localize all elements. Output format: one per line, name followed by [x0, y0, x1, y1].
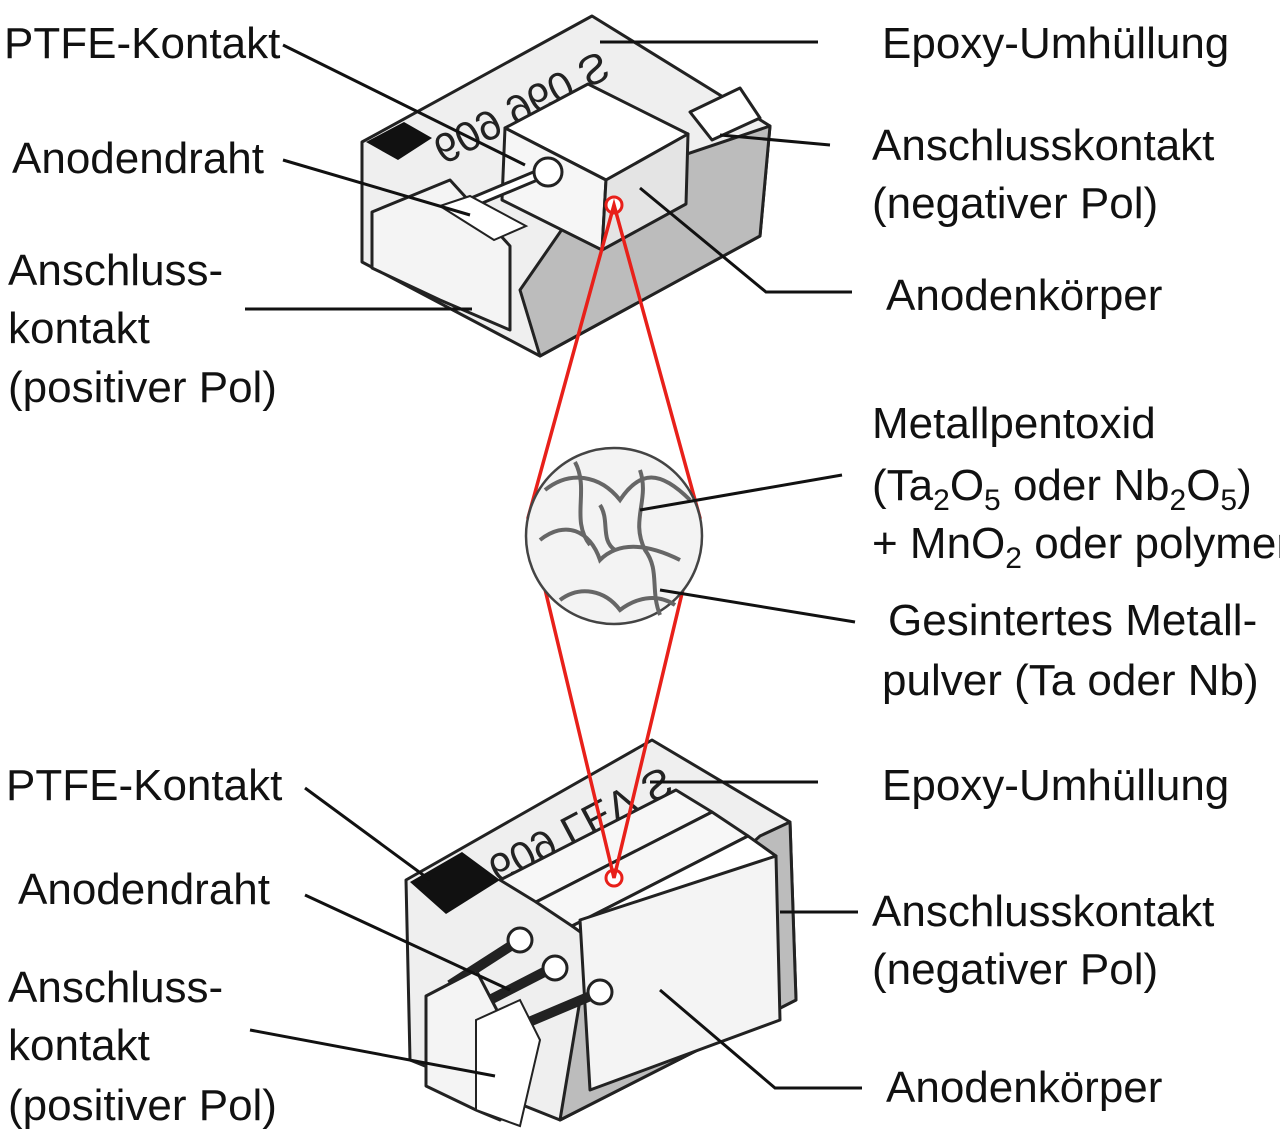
- bottom-label-epoxy: Epoxy-Umhüllung: [882, 761, 1229, 810]
- bottom-capacitor: 609 LEV S: [404, 738, 798, 1128]
- leader-lines: [245, 40, 862, 1090]
- bottom-label-anode-wire: Anodendraht: [18, 865, 270, 914]
- bottom-label-pos-contact-1: Anschluss-: [8, 963, 223, 1012]
- top-label-pos-contact-3: (positiver Pol): [8, 363, 277, 412]
- label-powder-2: pulver (Ta oder Nb): [882, 656, 1259, 705]
- bottom-black-band: [410, 852, 500, 914]
- bottom-label-neg-contact-2: (negativer Pol): [872, 945, 1158, 994]
- top-label-ptfe: PTFE-Kontakt: [4, 19, 280, 68]
- top-label-epoxy: Epoxy-Umhüllung: [882, 19, 1229, 68]
- label-oxide-line1: Metallpentoxid: [872, 399, 1156, 448]
- bottom-label-pos-contact-3: (positiver Pol): [8, 1081, 277, 1130]
- label-powder-1: Gesintertes Metall-: [888, 596, 1257, 645]
- top-label-anode-wire: Anodendraht: [12, 134, 264, 183]
- top-label-pos-contact-1: Anschluss-: [8, 246, 223, 295]
- bottom-label-ptfe: PTFE-Kontakt: [6, 761, 282, 810]
- top-label-pos-contact-2: kontakt: [8, 304, 150, 353]
- zoom-connector: [526, 198, 702, 879]
- top-label-neg-contact-2: (negativer Pol): [872, 179, 1158, 228]
- top-label-neg-contact-1: Anschlusskontakt: [872, 121, 1214, 170]
- label-oxide-line2: (Ta2O5 oder Nb2O5): [872, 461, 1252, 517]
- top-ptfe-ring: [532, 156, 564, 188]
- top-neg-contact: [688, 86, 762, 142]
- top-black-band: [366, 122, 432, 160]
- label-oxide-line3: + MnO2 oder polymer: [872, 519, 1280, 575]
- bottom-label-pos-contact-2: kontakt: [8, 1021, 150, 1070]
- bottom-label-neg-contact-1: Anschlusskontakt: [872, 887, 1214, 936]
- top-label-anode-body: Anodenkörper: [886, 271, 1162, 320]
- bottom-anode-block-front: [578, 854, 782, 1092]
- bottom-label-anode-body: Anodenkörper: [886, 1063, 1162, 1112]
- micrograph: [524, 446, 704, 626]
- top-capacitor: 609 960 S: [360, 14, 772, 358]
